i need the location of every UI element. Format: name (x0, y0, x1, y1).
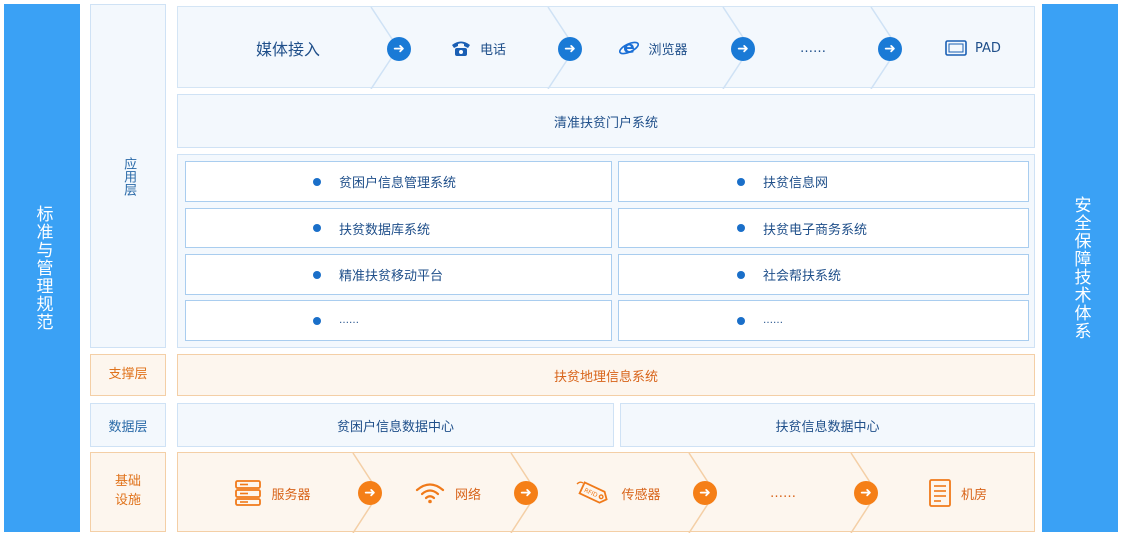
arrow-right-icon: ➜ (693, 481, 717, 505)
infra-layer-text: 基础设施 (114, 474, 141, 508)
arrow-right-icon: ➜ (731, 37, 755, 61)
app-system-label: …… (763, 315, 783, 326)
portal-system: 清准扶贫门户系统 (177, 94, 1035, 148)
support-layer-label: 支撑层 (90, 354, 166, 396)
server-icon (235, 480, 262, 506)
arrow-right-icon: ➜ (854, 481, 878, 505)
bullet-dot (313, 316, 321, 325)
server-room-label: 机房 (960, 487, 987, 503)
app-system-item: 社会帮扶系统 (618, 254, 1029, 295)
media-item-pad: PAD (918, 7, 1028, 89)
infra-more-label: …… (770, 485, 796, 501)
media-item-media-access: 媒体接入 (218, 7, 358, 89)
bullet-dot (737, 316, 745, 325)
bullet-dot (737, 177, 745, 186)
app-system-label: 扶贫电子商务系统 (763, 222, 868, 238)
ie-browser-icon: e (619, 38, 640, 58)
portal-label: 清准扶贫门户系统 (553, 115, 658, 131)
app-system-item: 扶贫信息网 (618, 161, 1029, 202)
data-layer-label: 数据层 (90, 403, 166, 447)
arrow-right-icon: ➜ (558, 37, 582, 61)
media-item-more: …… (758, 7, 868, 89)
app-system-item: 贫困户信息管理系统 (185, 161, 612, 202)
phone-icon (451, 41, 470, 56)
bullet-dot (313, 177, 321, 186)
bullet-dot (313, 224, 321, 232)
infrastructure-row: 服务器 ➜ 网络 ➜ RFID 传感器 ➜ …… ➜ (177, 452, 1035, 533)
bullet-dot (737, 224, 745, 232)
app-system-label: 扶贫信息网 (763, 176, 829, 191)
pad-label: PAD (975, 40, 1001, 56)
app-system-item: 扶贫电子商务系统 (618, 208, 1029, 248)
network-label: 网络 (454, 487, 481, 503)
media-item-phone: 电话 (418, 7, 538, 89)
app-system-label: 扶贫数据库系统 (339, 222, 431, 238)
rfid-tag-icon: RFID (576, 481, 609, 504)
infra-item-server-room: 机房 (893, 453, 1023, 533)
data-center-poverty-info: 扶贫信息数据中心 (620, 403, 1035, 447)
standards-label: 标准与管理规范 (32, 205, 53, 331)
server-label: 服务器 (271, 487, 311, 503)
arrow-right-icon: ➜ (387, 37, 411, 61)
app-system-label: 贫困户信息管理系统 (339, 176, 457, 191)
app-system-item: …… (618, 300, 1029, 341)
arrow-right-icon: ➜ (878, 37, 902, 61)
media-access-row: 媒体接入 ➜ 电话 ➜ e 浏览器 ➜ …… ➜ PAD (177, 6, 1035, 89)
data-center-label: 扶贫信息数据中心 (775, 419, 880, 435)
svg-text:e: e (624, 38, 636, 58)
gis-label: 扶贫地理信息系统 (553, 369, 658, 385)
app-system-item: 扶贫数据库系统 (185, 208, 612, 248)
support-layer-text: 支撑层 (108, 366, 148, 382)
arrow-right-icon: ➜ (358, 481, 382, 505)
media-item-browser: e 浏览器 (588, 7, 718, 89)
data-layer-text: 数据层 (108, 419, 148, 435)
server-room-icon (929, 479, 951, 507)
app-system-item: …… (185, 300, 612, 341)
data-center-label: 贫困户信息数据中心 (336, 419, 454, 435)
arrow-right-icon: ➜ (514, 481, 538, 505)
bullet-dot (313, 270, 321, 279)
infra-item-sensor: RFID 传感器 (548, 453, 688, 533)
app-layer-label: 应用层 (90, 4, 166, 348)
app-system-label: …… (339, 315, 359, 326)
gis-system: 扶贫地理信息系统 (177, 354, 1035, 396)
app-system-label: 社会帮扶系统 (763, 269, 842, 284)
infra-layer-label: 基础设施 (90, 452, 166, 532)
media-access-label: 媒体接入 (255, 40, 320, 59)
app-system-label: 精准扶贫移动平台 (339, 269, 444, 284)
data-center-poor-households: 贫困户信息数据中心 (177, 403, 614, 447)
tablet-icon (945, 40, 967, 56)
infra-item-network: 网络 (393, 453, 503, 533)
phone-label: 电话 (479, 42, 506, 58)
infra-item-more: …… (723, 453, 843, 533)
security-bar: 安全保障技术体系 (1042, 4, 1118, 532)
security-label: 安全保障技术体系 (1070, 196, 1091, 340)
app-system-item: 精准扶贫移动平台 (185, 254, 612, 295)
infra-item-server: 服务器 (198, 453, 348, 533)
wifi-icon (415, 483, 445, 504)
browser-label: 浏览器 (648, 42, 688, 58)
sensor-label: 传感器 (621, 487, 661, 503)
app-layer-text: 应用层 (121, 156, 137, 196)
standards-bar: 标准与管理规范 (4, 4, 80, 532)
bullet-dot (737, 270, 745, 279)
media-more-label: …… (800, 40, 826, 56)
